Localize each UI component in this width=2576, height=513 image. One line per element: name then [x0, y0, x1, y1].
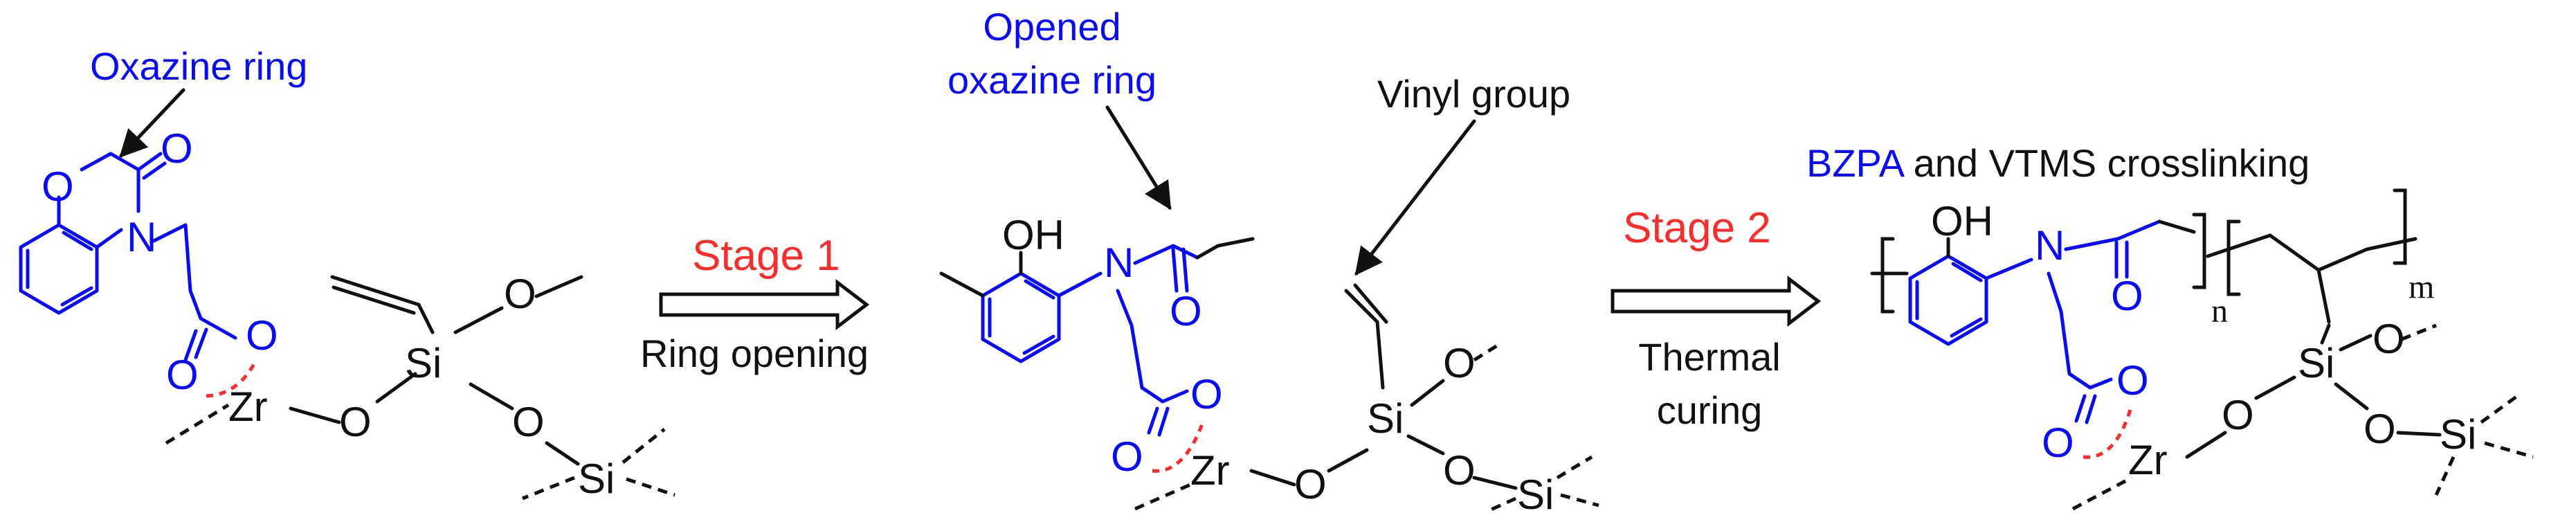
silicon-bridging-oxygen-2: O — [1443, 447, 1476, 494]
vinyl-group-callout: Vinyl group — [1377, 72, 1570, 116]
stage-2-arrow — [1611, 275, 1822, 327]
carboxylate-oxygen-2: O — [166, 352, 199, 398]
vinyl-group-1 — [330, 275, 435, 334]
silicon-atom: Si — [405, 340, 442, 386]
vinyl-backbone-3 — [2206, 233, 2418, 272]
zirconium-atom: Zr — [228, 384, 268, 430]
amide-oxygen-2: O — [1170, 288, 1202, 334]
coordination-arc-3 — [2083, 409, 2132, 459]
repeat-subscript-n: n — [2211, 293, 2228, 330]
repeat-subscript-m: m — [2409, 269, 2434, 305]
phenol-ring-2 — [981, 271, 1061, 363]
silicon-methoxy-oxygen: O — [504, 271, 536, 317]
polymer-bracket-n-right — [2192, 213, 2206, 289]
crosslinking-title-bzpa: BZPA — [1806, 141, 1905, 185]
zirconium-atom-2: Zr — [1190, 447, 1230, 494]
stage-2-caption-line2: curing — [1657, 388, 1763, 432]
silicon-methoxy-oxygen-3: O — [2373, 316, 2405, 362]
bridging-silicon-3: Si — [2440, 411, 2476, 458]
propanoate-chain-3 — [2047, 271, 2113, 390]
carboxylate-oxygen-2a: O — [1190, 371, 1223, 417]
carbonyl-oxygen: O — [161, 125, 193, 172]
polymer-bracket-m-left — [2226, 219, 2241, 296]
vinyl-group-2 — [1344, 283, 1388, 390]
carboxylate-oxygen-2b: O — [1111, 433, 1143, 480]
oxazine-nitrogen: N — [127, 214, 156, 260]
benzene-ring-1 — [19, 223, 99, 315]
stage-1-caption: Ring opening — [640, 332, 869, 375]
carbonyl-bond-1 — [136, 152, 163, 172]
zirconium-atom-3: Zr — [2128, 437, 2168, 483]
bridging-silicon-2: Si — [1517, 471, 1554, 513]
propanoate-chain — [152, 223, 237, 340]
amide-oxygen-3: O — [2111, 273, 2143, 319]
methyl-bond-2 — [939, 271, 985, 298]
silicon-bridging-oxygen-3: O — [2364, 406, 2396, 452]
stage-1-label: Stage 1 — [692, 232, 840, 280]
amine-nitrogen-3: N — [2035, 222, 2065, 269]
silicon-atom-2: Si — [1367, 395, 1404, 442]
stage-1-step: Stage 1 Ring opening — [640, 232, 870, 375]
oxazine-ring-callout: Oxazine ring — [90, 44, 307, 88]
coordination-arc-1 — [206, 359, 258, 398]
opened-ring-callout-arrow — [1105, 105, 1172, 210]
structure-1: Oxazine ring O O N O O Zr O Si O — [19, 44, 675, 502]
opened-ring-callout-line1: Opened — [983, 5, 1121, 48]
carboxylate-oxygen-3a: O — [2116, 357, 2149, 404]
phenol-ring-3 — [1908, 254, 1988, 346]
oxazine-callout-arrow — [119, 88, 185, 158]
stage-1-arrow — [659, 278, 870, 331]
structure-3: BZPA and VTMS crosslinking n OH N O O O … — [1806, 141, 2534, 511]
opened-ring-callout-line2: oxazine ring — [947, 58, 1157, 102]
hydroxyl-3: OH — [1931, 198, 1993, 244]
stage-2-label: Stage 2 — [1623, 204, 1771, 252]
vinyl-callout-arrow — [1354, 119, 1476, 276]
carboxylate-oxygen-3b: O — [2042, 420, 2074, 466]
zr-o-oxygen-2: O — [1294, 461, 1327, 507]
crosslinking-title-rest: and VTMS crosslinking — [1903, 141, 2310, 185]
amine-nitrogen-2: N — [1104, 240, 1134, 286]
crosslinking-title: BZPA and VTMS crosslinking — [1806, 141, 2310, 185]
oxazine-ring-bonds — [57, 152, 140, 249]
polymer-bracket-m-right — [2393, 188, 2407, 265]
zr-dashed-bond-1 — [165, 403, 230, 445]
zr-o-oxygen-3: O — [2222, 392, 2254, 438]
silicon-atom-3: Si — [2298, 340, 2334, 386]
structure-2: Opened oxazine ring Vinyl group OH N O O… — [939, 5, 1599, 513]
propanoate-chain-2 — [1116, 289, 1189, 404]
bridging-silicon: Si — [578, 456, 615, 502]
silicon-bridging-oxygen: O — [512, 399, 545, 445]
oxazine-oxygen: O — [42, 163, 74, 210]
stage-2-step: Stage 2 Thermal curing — [1611, 204, 1822, 432]
stage-2-caption-line1: Thermal — [1638, 335, 1780, 379]
silicon-methoxy-oxygen-2: O — [1443, 340, 1476, 386]
zr-o-oxygen: O — [339, 399, 372, 445]
carboxylate-oxygen-1: O — [246, 312, 278, 359]
hydroxyl-2: OH — [1002, 212, 1064, 258]
coordination-arc-2 — [1152, 422, 1205, 473]
